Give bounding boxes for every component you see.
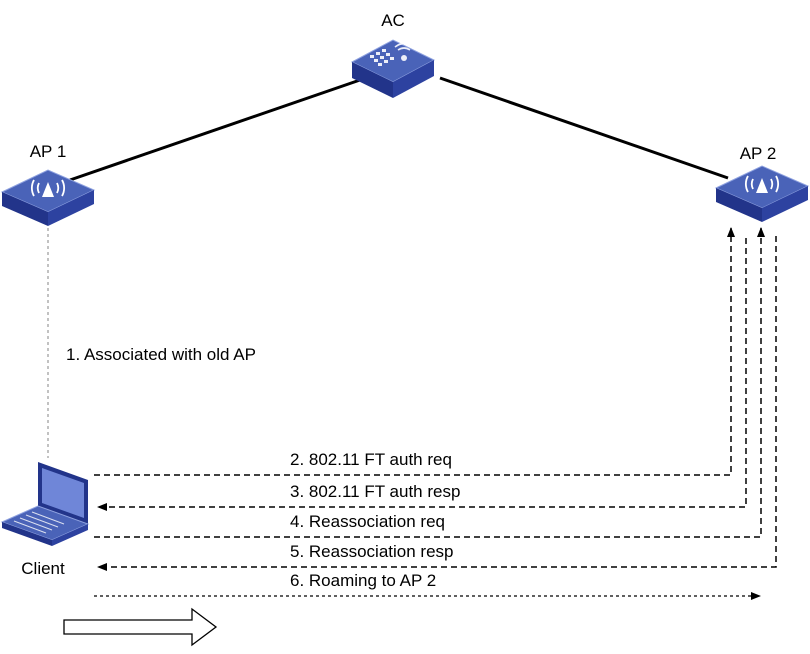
ap2-device[interactable] <box>714 165 810 222</box>
step6-label: 6. Roaming to AP 2 <box>290 571 436 590</box>
ac-device[interactable] <box>350 39 436 98</box>
step5-arrow <box>97 236 777 571</box>
ap1-device[interactable] <box>0 169 96 226</box>
step2-arrow <box>94 227 735 476</box>
ap2-wireless-icon <box>744 175 780 193</box>
step4-arrow <box>94 227 765 538</box>
ap2-label: AP 2 <box>740 144 777 163</box>
client-label: Client <box>21 559 65 578</box>
client-laptop[interactable] <box>0 462 90 546</box>
movement-direction-arrow <box>63 607 218 647</box>
ap1-wireless-icon <box>30 179 66 197</box>
step5-label: 5. Reassociation resp <box>290 542 453 561</box>
ap1-label: AP 1 <box>30 142 67 161</box>
laptop-keyboard-icon <box>13 511 65 534</box>
link-ac-ap2 <box>439 76 729 180</box>
step2-label: 2. 802.11 FT auth req <box>290 450 452 469</box>
step4-label: 4. Reassociation req <box>290 512 445 531</box>
ac-wireless-icon <box>394 42 414 61</box>
link-ac-ap1 <box>69 78 361 182</box>
ac-label: AC <box>381 11 405 30</box>
step3-arrow <box>97 238 747 511</box>
ac-keypad-icon <box>370 49 394 66</box>
step1-label: 1. Associated with old AP <box>66 345 256 364</box>
step3-label: 3. 802.11 FT auth resp <box>290 482 460 501</box>
